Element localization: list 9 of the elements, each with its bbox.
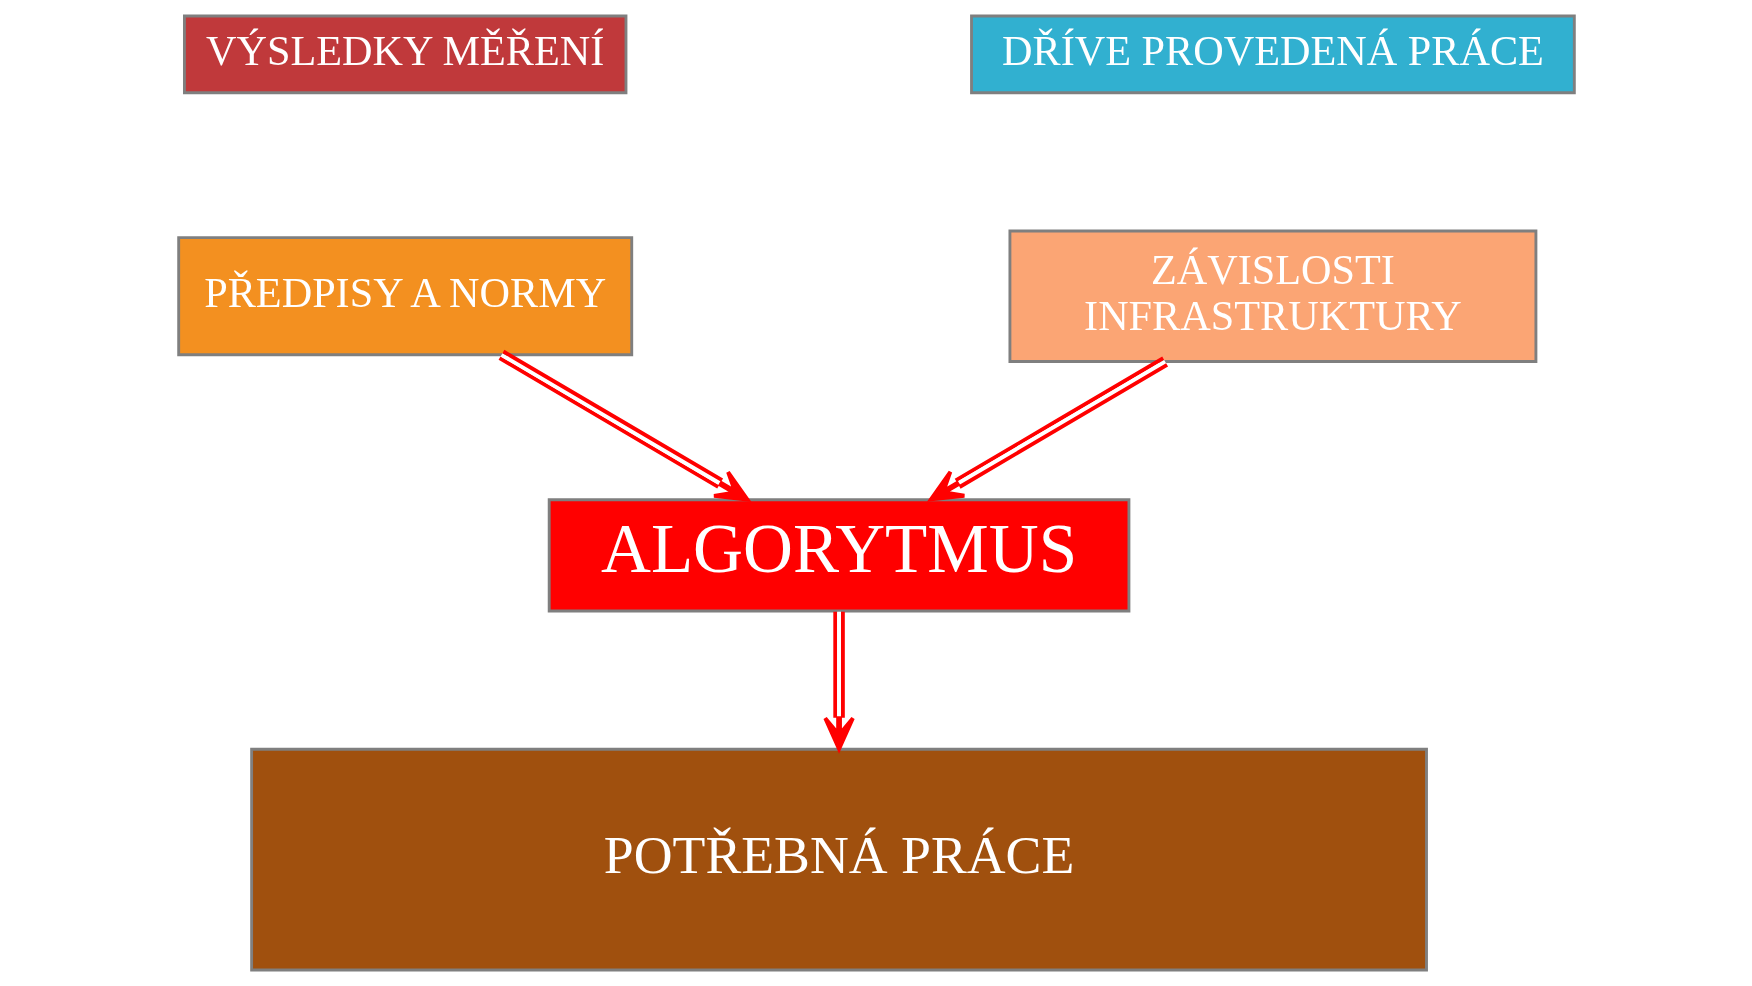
node-box: PŘEDPISY A NORMY [176,236,633,357]
node-box: POTŘEBNÁ PRÁCE [249,747,1428,972]
node-box: DŘÍVE PROVEDENÁ PRÁCE [969,14,1576,95]
node-box: ZÁVISLOSTI INFRASTRUKTURY [1007,229,1537,363]
arrow [822,611,855,751]
node-box: VÝSLEDKY MĚŘENÍ [182,14,627,95]
arrow [928,356,1168,502]
node-box: ALGORYTMUS [547,498,1130,613]
arrow [498,349,749,502]
